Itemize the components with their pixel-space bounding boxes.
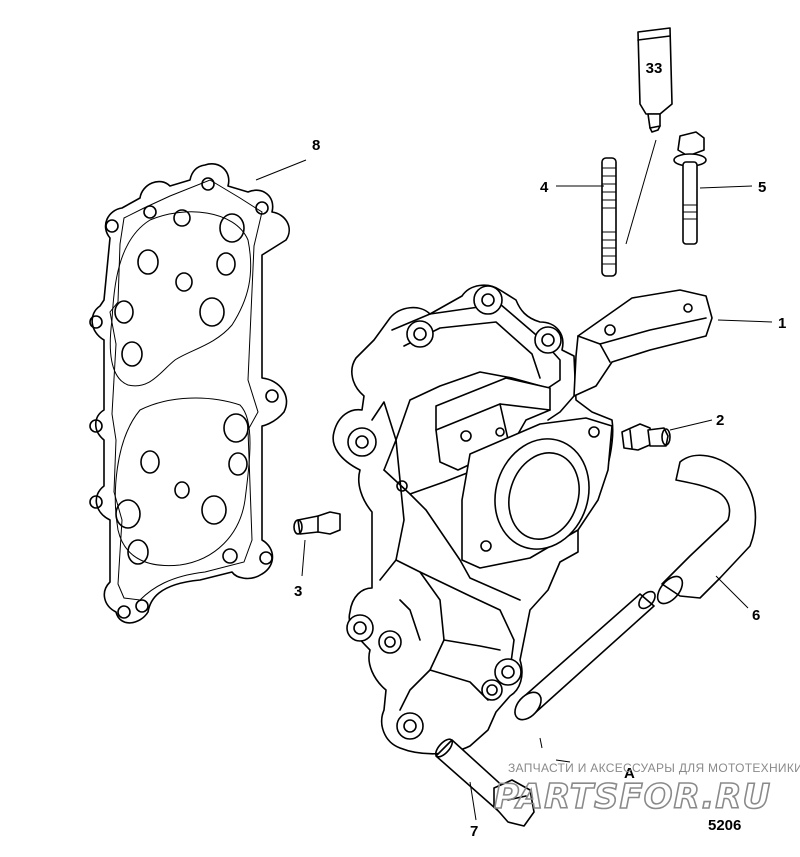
callout-leaders xyxy=(255,159,773,821)
gasket-part-8 xyxy=(89,163,290,624)
tube-label: 33 xyxy=(646,60,663,77)
fitting-part-2 xyxy=(621,423,671,451)
callout-3: 3 xyxy=(294,583,302,600)
fitting-part-3 xyxy=(293,511,341,535)
stud-part-4 xyxy=(601,157,617,277)
callout-1: 1 xyxy=(778,315,786,332)
figure-number: 5206 xyxy=(708,817,741,834)
callout-4: 4 xyxy=(540,179,549,196)
sealant-tube-33: 33 xyxy=(625,27,673,245)
reference-letter: A xyxy=(624,765,635,782)
hose-part-6 xyxy=(656,454,757,605)
hose-straight xyxy=(514,590,656,721)
cover-housing-part-1 xyxy=(332,284,713,755)
bolt-part-5 xyxy=(673,131,707,245)
watermark: ЗАПЧАСТИ И АКСЕССУАРЫ ДЛЯ МОТОТЕХНИКИ PA… xyxy=(493,761,800,818)
watermark-line2: PARTSFOR.RU xyxy=(494,777,771,817)
callout-6: 6 xyxy=(752,607,760,624)
callout-8: 8 xyxy=(312,137,320,154)
hose-clamp-part-7 xyxy=(434,737,571,827)
callout-7: 7 xyxy=(470,823,478,840)
callout-2: 2 xyxy=(716,412,724,429)
callout-5: 5 xyxy=(758,179,766,196)
watermark-line1: ЗАПЧАСТИ И АКСЕССУАРЫ ДЛЯ МОТОТЕХНИКИ xyxy=(508,761,800,775)
